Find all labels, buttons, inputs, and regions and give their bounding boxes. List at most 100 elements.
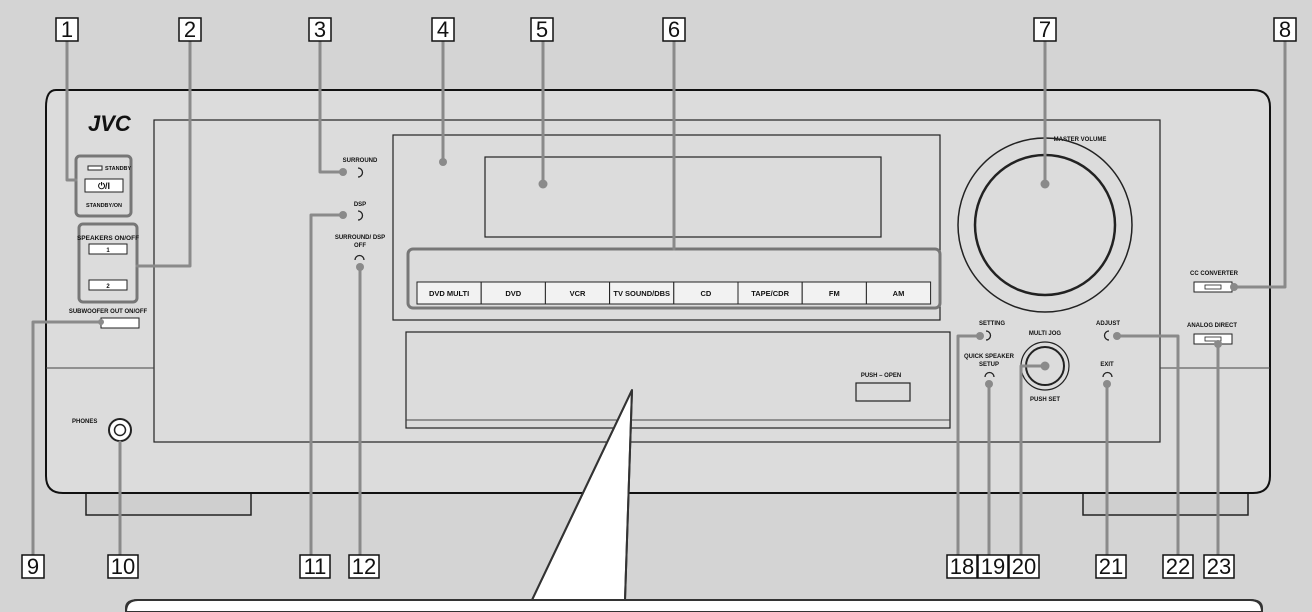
leader-dot-8 [1230, 283, 1238, 291]
leader-dot-18 [976, 332, 984, 340]
leader-22 [1115, 334, 1180, 558]
analog-direct-indicator [1204, 336, 1222, 342]
leader-2 [135, 38, 192, 268]
cc-converter-indicator [1204, 284, 1222, 290]
callout-number: 18 [950, 554, 974, 579]
cc-converter-label: CC CONVERTER [1190, 271, 1239, 277]
setting-button[interactable] [985, 330, 992, 341]
leader-8 [1230, 38, 1287, 289]
surround-dsp-off-label-line2: OFF [354, 243, 366, 249]
leader-dot-9 [98, 319, 104, 325]
callout-box [1095, 554, 1127, 579]
speaker-1-label: 1 [106, 248, 110, 254]
source-button-label: TV SOUND/DBS [613, 289, 670, 298]
callout-number: 12 [352, 554, 376, 579]
callout-number: 4 [437, 17, 449, 42]
leader-dot-20 [1040, 361, 1050, 371]
callout-number: 3 [314, 17, 326, 42]
source-button[interactable] [865, 281, 932, 305]
push-open-button[interactable] [855, 382, 911, 402]
leader-dot-12 [356, 263, 364, 271]
callout-number: 7 [1039, 17, 1051, 42]
callout-box [299, 554, 331, 579]
callout-number: 6 [668, 17, 680, 42]
leader-dot-3 [339, 168, 347, 176]
callout-box [21, 554, 45, 579]
source-button-label: FM [829, 289, 840, 298]
callout-number: 22 [1166, 554, 1190, 579]
leader-dot-22 [1113, 332, 1121, 340]
callout-number: 1 [61, 17, 73, 42]
callout-box [530, 17, 554, 42]
callout-number: 9 [27, 554, 39, 579]
surround-dsp-off-button[interactable] [354, 254, 365, 261]
adjust-button[interactable] [1103, 330, 1110, 341]
quick-setup-button[interactable] [984, 371, 995, 378]
callout-number: 2 [184, 17, 196, 42]
exit-label: EXIT [1100, 362, 1114, 368]
leader-9 [31, 320, 103, 558]
callout-number: 19 [981, 554, 1005, 579]
callout-number: 5 [536, 17, 548, 42]
front-bezel [153, 119, 1161, 443]
subwoofer-label: SUBWOOFER OUT ON/OFF [69, 309, 148, 315]
leader-dot-11 [339, 211, 347, 219]
speaker-1-button[interactable] [88, 243, 128, 255]
callout-box [1203, 554, 1235, 579]
source-button-label: AM [893, 289, 905, 298]
display-screen [484, 156, 882, 238]
leader-dot-5 [538, 179, 548, 189]
leader-11 [309, 213, 345, 558]
callout-box [662, 17, 686, 42]
phones-jack-inner [113, 423, 127, 437]
display-window [392, 134, 941, 321]
surround-button[interactable] [357, 167, 364, 178]
source-button-label: DVD MULTI [429, 289, 469, 298]
leader-dots [98, 158, 1238, 388]
leader-1 [65, 38, 78, 182]
front-door [405, 331, 951, 429]
source-button-label: TAPE/CDR [751, 289, 789, 298]
callout-box [431, 17, 455, 42]
leader-lines [31, 38, 1287, 558]
callout-box [348, 554, 380, 579]
callout-box [107, 554, 139, 579]
callout-box [55, 17, 79, 42]
subwoofer-button[interactable] [100, 317, 140, 329]
callout-box [1033, 17, 1057, 42]
adjust-label: ADJUST [1096, 321, 1120, 327]
standby-label: STANDBY [105, 166, 132, 172]
standby-on-button[interactable] [84, 178, 124, 193]
leader-3 [318, 38, 345, 174]
push-open-label: PUSH – OPEN [861, 373, 901, 379]
leader-dot-7 [1040, 179, 1050, 189]
source-button-label: DVD [505, 289, 521, 298]
master-volume-label: MASTER VOLUME [1054, 137, 1107, 143]
multi-jog-label: MULTI JOG [1029, 331, 1062, 337]
callout-box [1162, 554, 1194, 579]
speaker-2-button[interactable] [88, 279, 128, 291]
leader-18 [956, 334, 982, 558]
callout-number: 8 [1279, 17, 1291, 42]
speakers-group [77, 222, 139, 304]
source-button-label: VCR [570, 289, 586, 298]
callout-number: 21 [1099, 554, 1123, 579]
surround-label: SURROUND [343, 158, 378, 164]
zoom-callout-sides [531, 389, 633, 601]
exit-button[interactable] [1102, 371, 1113, 378]
leader-dot-4 [439, 158, 447, 166]
callout-number: 20 [1012, 554, 1036, 579]
callout-box [946, 554, 978, 579]
analog-direct-label: ANALOG DIRECT [1187, 323, 1237, 329]
push-set-label: PUSH SET [1030, 397, 1060, 403]
dsp-button[interactable] [357, 210, 364, 221]
dsp-label: DSP [354, 202, 366, 208]
standby-indicator [87, 165, 103, 171]
callout-number: 10 [111, 554, 135, 579]
speakers-label: SPEAKERS ON/OFF [77, 235, 139, 242]
standby-on-label: STANDBY/ON [86, 203, 122, 209]
quick-setup-label-line1: QUICK SPEAKER [964, 354, 1015, 360]
leader-dot-19 [985, 380, 993, 388]
